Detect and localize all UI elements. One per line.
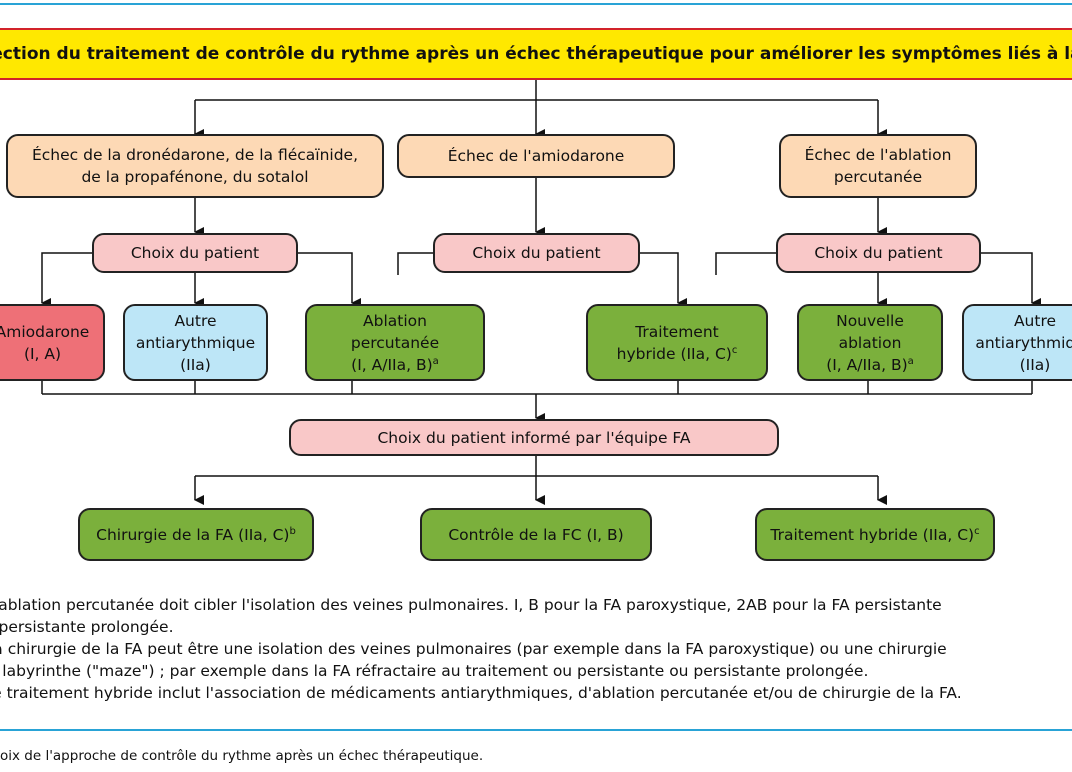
footnote-mark-a: a	[432, 355, 439, 367]
footnote-line: ªL'ablation percutanée doit cibler l'iso…	[0, 596, 942, 614]
footnote-line: de labyrinthe ("maze") ; par exemple dan…	[0, 662, 869, 680]
option-other-antiarrhythmic-left: Autre antiarythmique (IIa)	[123, 304, 268, 381]
footnote-mark-a: a	[907, 355, 914, 367]
outcome-af-surgery-label: Chirurgie de la FA (IIa, C)	[96, 525, 290, 544]
option-other-antiarrhythmic-right: Autre antiarythmique (IIa)	[962, 304, 1072, 381]
option-percutaneous-ablation: Ablation percutanée (I, A/IIa, B)a	[305, 304, 485, 381]
footnote-line: ᶜLe traitement hybride inclut l'associat…	[0, 684, 962, 702]
footnote-line: ᵇLa chirurgie de la FA peut être une iso…	[0, 640, 947, 658]
informed-patient-choice: Choix du patient informé par l'équipe FA	[289, 419, 779, 456]
footnote-line: et persistante prolongée.	[0, 618, 174, 636]
outcome-hybrid-treatment-label: Traitement hybride (IIa, C)	[770, 525, 975, 544]
separator-rule	[0, 729, 1072, 731]
patient-choice-left: Choix du patient	[92, 233, 298, 273]
failure-box-dronedarone: Échec de la dronédarone, de la flécaïnid…	[6, 134, 384, 198]
patient-choice-right: Choix du patient	[776, 233, 981, 273]
option-hybrid-treatment-label: Traitement hybride (IIa, C)	[616, 322, 732, 363]
footnote-mark-c: c	[731, 344, 738, 356]
option-new-ablation: Nouvelle ablation (I, A/IIa, B)a	[797, 304, 943, 381]
footnote-mark-c: c	[974, 525, 980, 537]
outcome-rate-control: Contrôle de la FC (I, B)	[420, 508, 652, 561]
outcome-hybrid-treatment: Traitement hybride (IIa, C)c	[755, 508, 995, 561]
figure-caption: Choix de l'approche de contrôle du rythm…	[0, 748, 484, 764]
option-amiodarone: Amiodarone (I, A)	[0, 304, 105, 381]
failure-box-amiodarone: Échec de l'amiodarone	[397, 134, 675, 178]
patient-choice-middle: Choix du patient	[433, 233, 640, 273]
footnote-mark-b: b	[289, 525, 296, 537]
top-rule	[0, 3, 1072, 5]
footnotes: ªL'ablation percutanée doit cibler l'iso…	[0, 594, 1072, 704]
option-hybrid-treatment: Traitement hybride (IIa, C)c	[586, 304, 768, 381]
outcome-af-surgery: Chirurgie de la FA (IIa, C)b	[78, 508, 314, 561]
option-percutaneous-ablation-label: Ablation percutanée (I, A/IIa, B)	[350, 311, 440, 374]
option-new-ablation-label: Nouvelle ablation (I, A/IIa, B)	[826, 311, 908, 374]
diagram-title: Sélection du traitement de contrôle du r…	[0, 28, 1072, 80]
failure-box-ablation: Échec de l'ablation percutanée	[779, 134, 977, 198]
